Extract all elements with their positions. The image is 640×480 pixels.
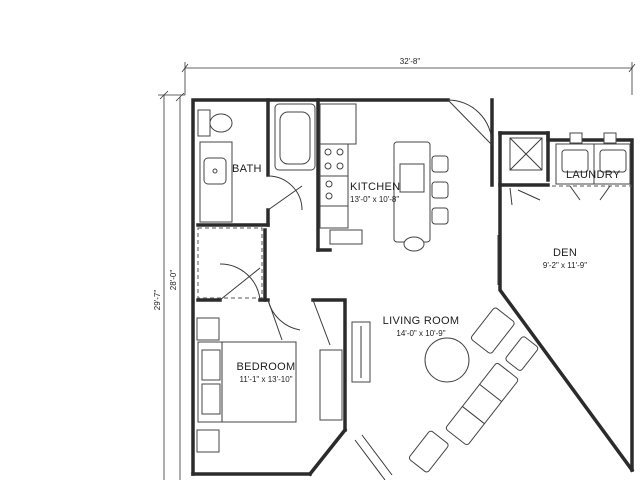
overall-height-inner-label: 28'-0" — [169, 270, 178, 291]
overall-height-outer-label: 29'-7" — [153, 290, 162, 311]
living-room-label: LIVING ROOM — [383, 315, 460, 327]
bedroom-label: BEDROOM — [237, 361, 296, 373]
overall-width-label: 32'-8" — [400, 57, 421, 66]
living-room-furniture — [351, 307, 539, 480]
doors — [219, 99, 541, 346]
interior-walls — [196, 98, 550, 432]
bath-fixtures — [197, 103, 316, 223]
dimension-lines — [158, 62, 636, 480]
kitchen-fixtures — [319, 103, 449, 252]
kitchen-size: 13'-0" x 10'-8" — [350, 195, 399, 204]
living-room-size: 14'-0" x 10'-9" — [396, 329, 445, 338]
laundry-fixtures — [497, 132, 632, 285]
bedroom-furniture — [196, 227, 343, 453]
laundry-label: LAUNDRY — [566, 169, 621, 181]
bedroom-size: 11'-1" x 13'-10" — [239, 375, 292, 384]
kitchen-label: KITCHEN — [350, 181, 400, 193]
exterior-walls — [191, 98, 635, 477]
bath-label: BATH — [232, 163, 262, 175]
den-size: 9'-2" x 11'-9" — [543, 261, 587, 270]
den-label: DEN — [553, 247, 577, 259]
